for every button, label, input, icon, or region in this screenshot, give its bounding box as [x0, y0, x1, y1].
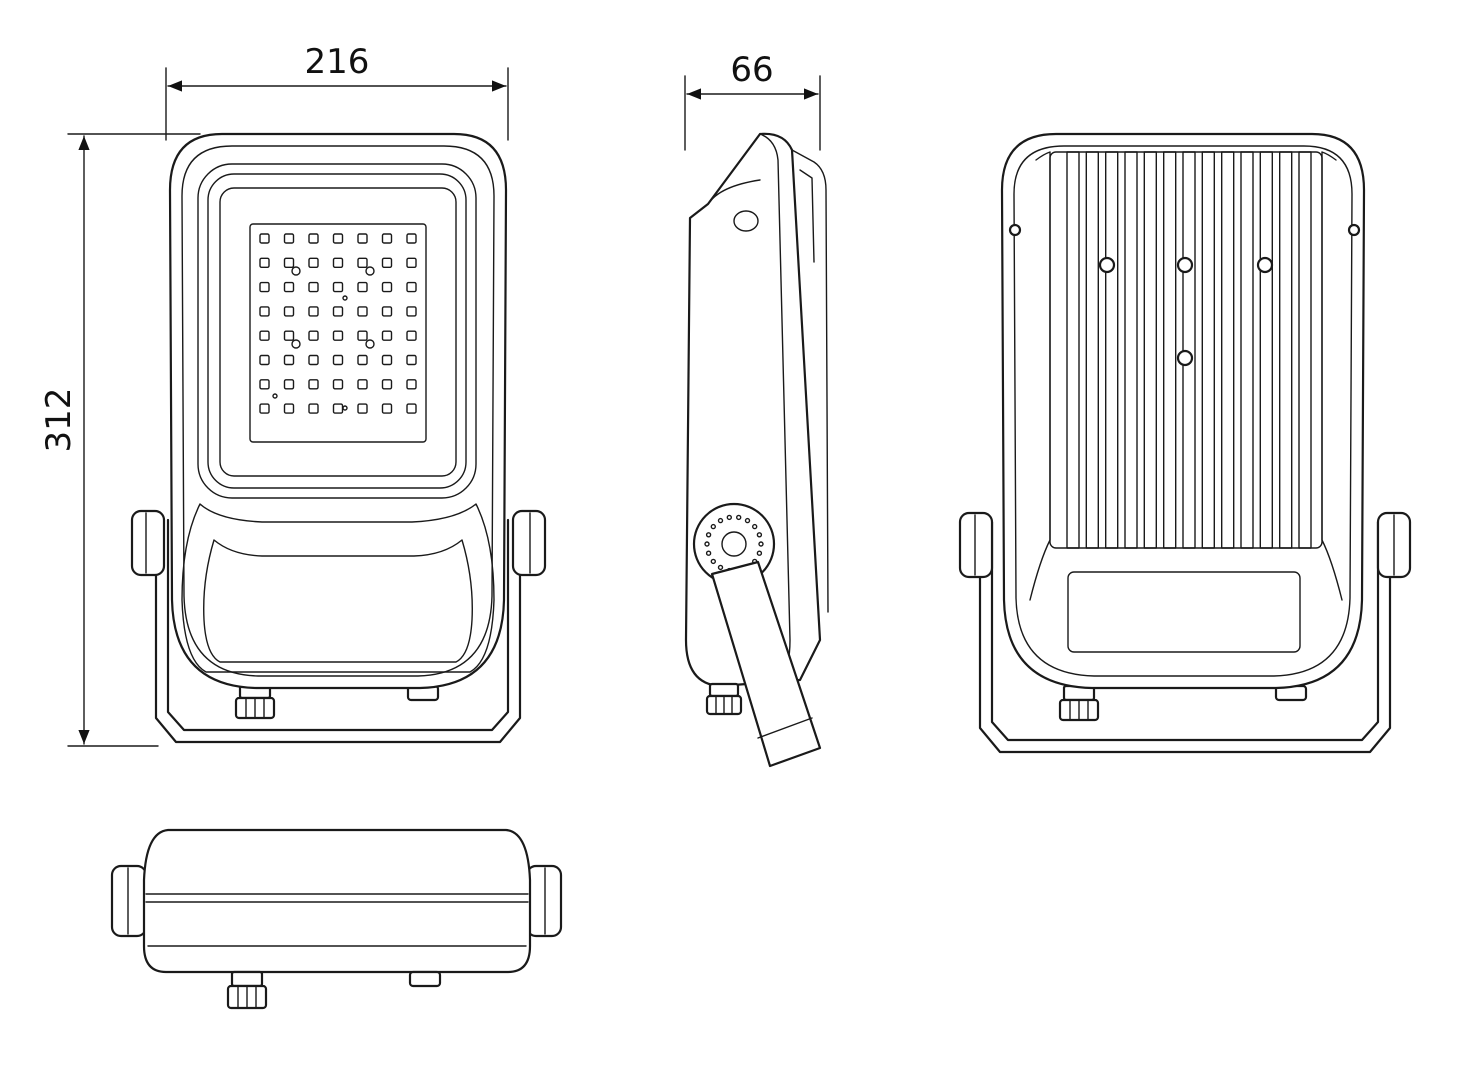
dimension-depth-label: 66	[730, 50, 773, 90]
pivot-hole	[710, 558, 716, 565]
led-chip	[332, 233, 344, 244]
led-chip	[332, 354, 344, 366]
led-chip	[283, 233, 295, 244]
led-chip	[357, 233, 368, 244]
led-panel	[249, 223, 427, 443]
led-chip	[381, 379, 393, 390]
led-chip	[357, 403, 368, 414]
led-chip	[357, 281, 368, 293]
dimension-height: 312	[39, 133, 201, 747]
led-chip	[308, 354, 319, 366]
cable-gland-icon	[226, 970, 268, 1010]
led-chip	[308, 379, 319, 390]
pivot-hole	[758, 541, 764, 547]
led-chip	[357, 306, 368, 317]
led-chip	[332, 330, 344, 341]
pivot-hole	[756, 532, 763, 538]
led-chip	[259, 257, 270, 268]
led-chip	[406, 306, 417, 317]
pivot-hole	[756, 550, 763, 556]
led-chip	[332, 306, 344, 317]
led-chip	[381, 257, 393, 268]
led-chip	[357, 257, 368, 268]
led-chip	[259, 354, 270, 366]
led-chip	[406, 330, 417, 341]
led-chip	[308, 233, 319, 244]
dimension-depth: 66	[684, 50, 821, 151]
led-chip	[259, 403, 270, 414]
led-chip	[259, 281, 270, 293]
front-view	[130, 132, 547, 744]
pivot-hole	[705, 550, 712, 556]
pivot-hole	[704, 541, 710, 547]
pivot-hole	[717, 564, 724, 571]
pivot-hole	[710, 523, 716, 530]
led-chip	[406, 403, 417, 414]
led-chip	[406, 354, 417, 366]
led-chip	[357, 379, 368, 390]
led-chip	[308, 281, 319, 293]
led-chip	[332, 379, 344, 390]
led-chip	[259, 330, 270, 341]
led-grid	[259, 233, 417, 414]
led-chip	[381, 281, 393, 293]
back-view	[958, 132, 1412, 754]
vent-plug-icon	[408, 970, 442, 988]
led-chip	[332, 281, 344, 293]
led-chip	[283, 354, 295, 366]
led-chip	[357, 330, 368, 341]
dimension-width-label: 216	[305, 42, 370, 82]
led-chip	[381, 330, 393, 341]
led-chip	[308, 330, 319, 341]
led-chip	[259, 379, 270, 390]
led-chip	[381, 233, 393, 244]
led-chip	[357, 354, 368, 366]
led-chip	[259, 306, 270, 317]
led-chip	[406, 257, 417, 268]
led-chip	[283, 379, 295, 390]
pivot-hole	[752, 523, 758, 530]
cable-gland-icon	[1058, 684, 1100, 722]
cable-gland-icon	[705, 682, 743, 716]
led-chip	[308, 403, 319, 414]
led-chip	[406, 379, 417, 390]
led-chip	[406, 281, 417, 293]
pivot-hole	[744, 517, 751, 524]
led-chip	[332, 257, 344, 268]
pivot-hole	[726, 514, 732, 521]
side-view	[684, 132, 829, 768]
dimension-height-label: 312	[39, 388, 79, 453]
bottom-view	[110, 828, 563, 1010]
pivot-hole	[705, 532, 712, 538]
led-chip	[283, 257, 295, 268]
led-chip	[406, 233, 417, 244]
led-chip	[259, 233, 270, 244]
led-chip	[308, 257, 319, 268]
led-chip	[381, 403, 393, 414]
led-chip	[283, 306, 295, 317]
pivot-hole	[717, 517, 724, 524]
dimension-width: 216	[165, 42, 509, 141]
led-chip	[283, 403, 295, 414]
pivot-hole	[736, 514, 742, 521]
mounting-arm	[710, 560, 822, 768]
label-plate	[1067, 571, 1301, 653]
led-chip	[381, 354, 393, 366]
led-chip	[283, 281, 295, 293]
led-chip	[283, 330, 295, 341]
led-chip	[308, 306, 319, 317]
led-chip	[381, 306, 393, 317]
